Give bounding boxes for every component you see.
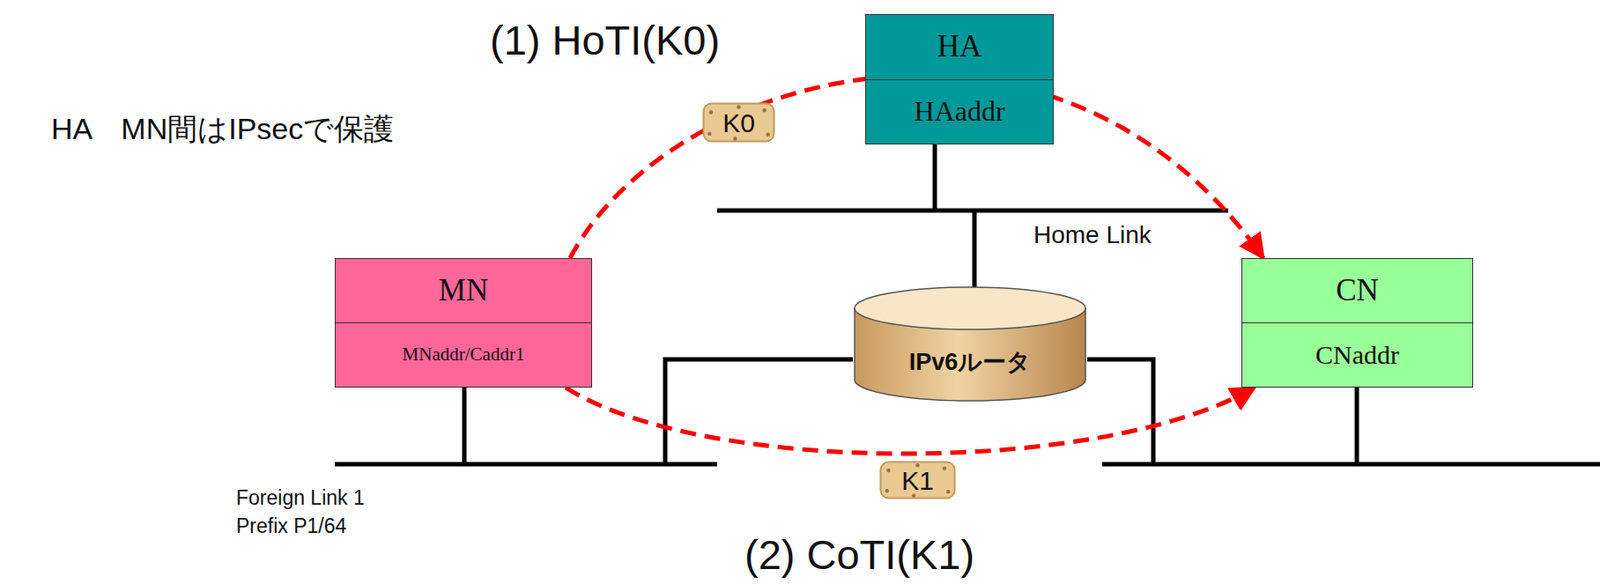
mn-drop bbox=[462, 387, 467, 465]
foreign-link bbox=[334, 462, 718, 467]
router-cylinder: IPv6ルータ bbox=[852, 285, 1088, 403]
annotation-label: (2) CoTI(K1) bbox=[744, 532, 975, 578]
mobile-node-box: MN MNaddr/Caddr1 bbox=[334, 258, 593, 388]
annotation-label: Foreign Link 1 bbox=[236, 487, 365, 510]
router-left-link bbox=[665, 359, 853, 465]
node-text: CN bbox=[1335, 274, 1379, 309]
ha-drop bbox=[933, 144, 938, 211]
node-text: IPv6ルータ bbox=[909, 349, 1032, 377]
node-text: MNaddr/Caddr1 bbox=[402, 344, 526, 365]
annotation-label: Prefix P1/64 bbox=[236, 515, 347, 538]
dashed-message-arrow bbox=[570, 75, 1264, 259]
router-right-link bbox=[1087, 359, 1154, 465]
node-text: HAaddr bbox=[913, 96, 1005, 127]
node-text: CNaddr bbox=[1315, 340, 1400, 370]
cn-link bbox=[1102, 462, 1600, 467]
node-text: K1 bbox=[901, 466, 934, 496]
node-text: MN bbox=[438, 274, 489, 309]
router-uplink bbox=[972, 210, 978, 288]
box-section: CN bbox=[1242, 259, 1473, 323]
box-section: HA bbox=[866, 14, 1053, 80]
cookie-token: K0 bbox=[702, 102, 776, 143]
annotation-label: Home Link bbox=[1033, 222, 1152, 250]
cookie-label-area: K0 bbox=[702, 102, 776, 143]
correspondent-node-box: CN CNaddr bbox=[1241, 258, 1474, 388]
home-agent-box: HA HAaddr bbox=[865, 14, 1054, 145]
node-text: HA bbox=[937, 29, 983, 65]
cylinder-shape bbox=[852, 285, 1088, 403]
cookie-token: K1 bbox=[879, 460, 956, 500]
box-section: MN bbox=[335, 259, 592, 323]
annotation-label: (1) HoTI(K0) bbox=[489, 17, 720, 64]
cookie-label-area: K1 bbox=[879, 460, 956, 500]
cylinder-label-area: IPv6ルータ bbox=[852, 331, 1088, 394]
box-section: CNaddr bbox=[1242, 322, 1473, 386]
annotation-label: HA MN間はIPsecで保護 bbox=[51, 112, 394, 146]
box-section: MNaddr/Caddr1 bbox=[335, 322, 592, 386]
node-text: K0 bbox=[722, 108, 756, 138]
box-section: HAaddr bbox=[866, 79, 1053, 143]
cn-drop bbox=[1355, 387, 1360, 465]
